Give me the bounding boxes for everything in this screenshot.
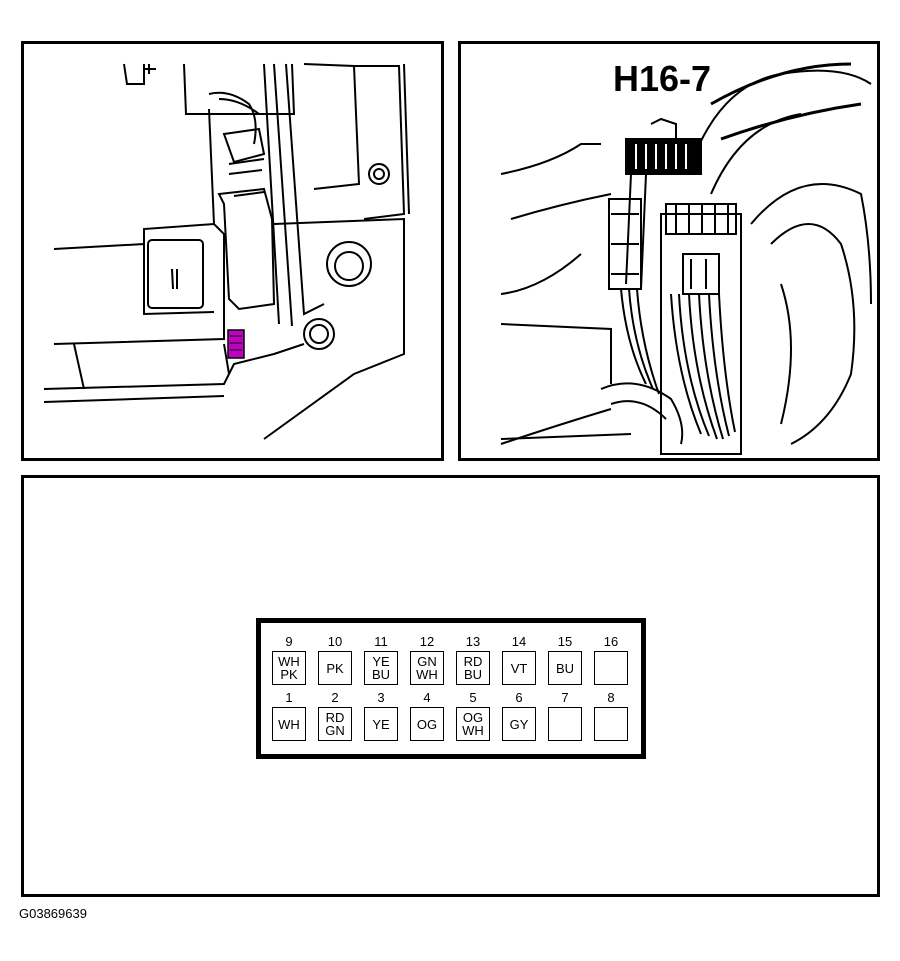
- pin-cavity: OG: [410, 707, 444, 741]
- wire-color-code: PK: [280, 667, 298, 682]
- wire-color-code: BU: [463, 667, 483, 682]
- pin-number: 3: [377, 690, 385, 705]
- pin-number: 15: [557, 634, 573, 649]
- pin-number: 6: [515, 690, 523, 705]
- connector-detail-drawing: [500, 62, 872, 455]
- pin-number: 9: [285, 634, 293, 649]
- pin-cavity: PK: [318, 651, 352, 685]
- connector-location-highlight: [227, 329, 245, 359]
- wire-color-code: WH: [462, 723, 484, 738]
- wire-color-code: PK: [326, 660, 344, 676]
- pin-number: 7: [561, 690, 569, 705]
- wire-color-code: OG: [462, 710, 484, 725]
- pin-number: 4: [423, 690, 431, 705]
- pin-cavity: [594, 651, 628, 685]
- pin-cavity: [548, 707, 582, 741]
- wire-color-code: VT: [510, 660, 528, 676]
- pin-number: 10: [327, 634, 343, 649]
- wire-color-code: WH: [278, 716, 300, 732]
- wire-color-code: WH: [416, 667, 438, 682]
- pin-number: 5: [469, 690, 477, 705]
- wire-color-code: BU: [371, 667, 391, 682]
- pin-cavity: BU: [548, 651, 582, 685]
- pin-cavity: VT: [502, 651, 536, 685]
- wire-color-code: YE: [372, 654, 390, 669]
- wire-color-code: RD: [325, 710, 345, 725]
- vehicle-location-drawing: [43, 63, 410, 440]
- pin-number: 11: [374, 634, 388, 649]
- connector-detail-panel: H16-7: [458, 41, 880, 461]
- pin-cavity: [594, 707, 628, 741]
- pin-number: 2: [331, 690, 339, 705]
- wire-color-code: RD: [463, 654, 483, 669]
- wire-color-code: OG: [416, 716, 438, 732]
- pin-cavity: WH: [272, 707, 306, 741]
- wire-color-code: GN: [325, 723, 345, 738]
- pin-cavity: GY: [502, 707, 536, 741]
- wire-color-code: GN: [417, 654, 437, 669]
- wire-color-code: YE: [372, 716, 390, 732]
- pin-number: 8: [607, 690, 615, 705]
- pin-number: 13: [465, 634, 481, 649]
- location-view-panel: [21, 41, 444, 461]
- figure-id: G03869639: [19, 906, 87, 921]
- wire-color-code: GY: [509, 716, 529, 732]
- wire-color-code: BU: [555, 660, 575, 676]
- pin-number: 14: [511, 634, 527, 649]
- pin-number: 1: [285, 690, 293, 705]
- pin-cavity: YE: [364, 707, 398, 741]
- wire-color-code: WH: [278, 654, 300, 669]
- pin-number: 12: [419, 634, 435, 649]
- pin-number: 16: [603, 634, 619, 649]
- connector-label: H16-7: [613, 58, 712, 99]
